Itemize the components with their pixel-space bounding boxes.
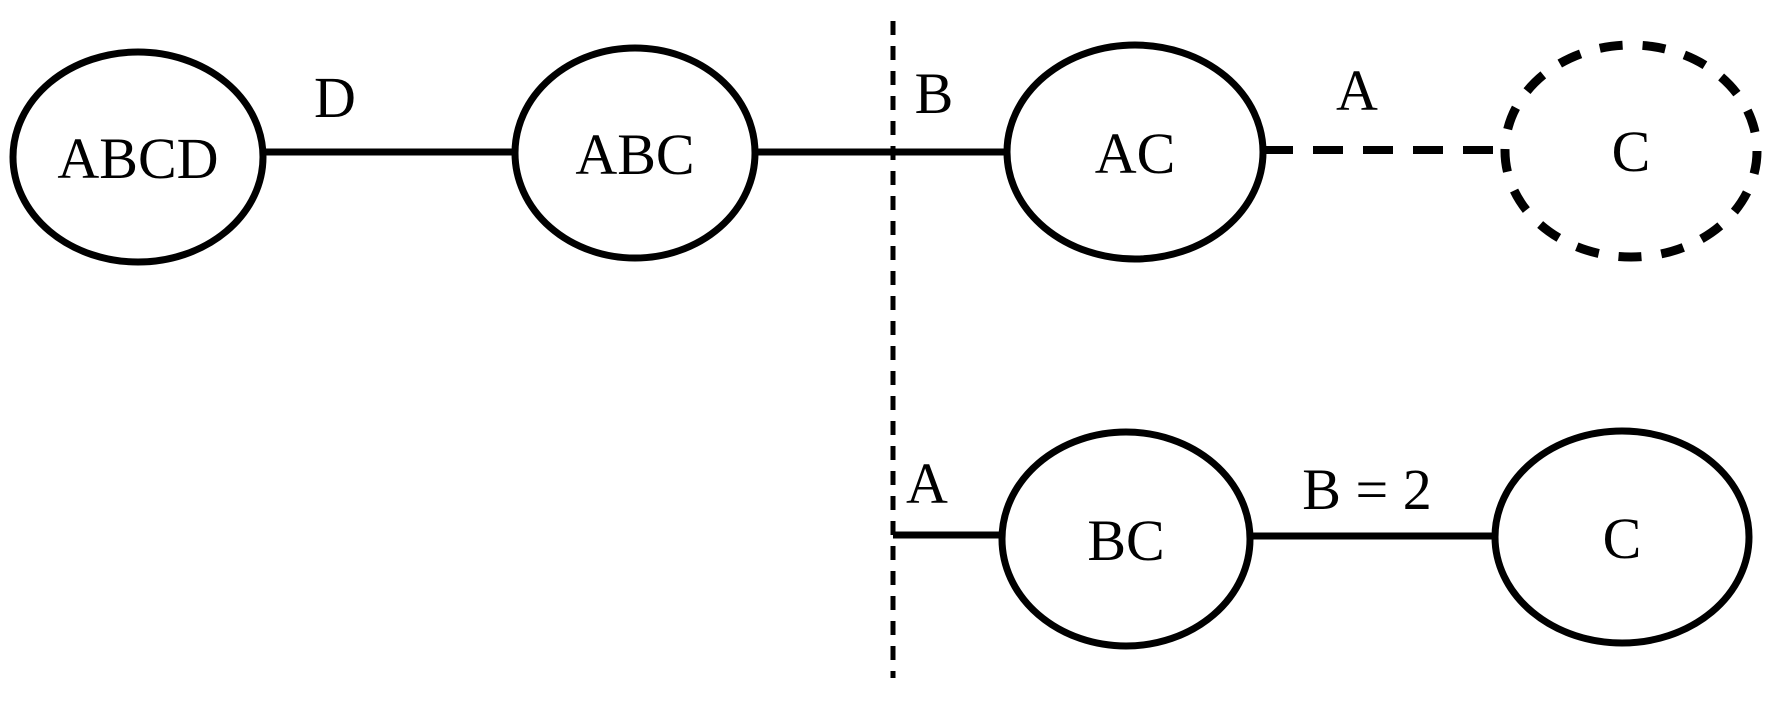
node-label-abcd: ABCD — [57, 126, 218, 191]
edge-label-b-equals-2: B = 2 — [1302, 457, 1431, 522]
edge-label-b-top: B — [915, 61, 954, 126]
node-c-bottom — [1491, 427, 1753, 647]
node-label-abc: ABC — [575, 122, 694, 187]
edge-label-a-top: A — [1336, 58, 1378, 123]
node-label-bc: BC — [1087, 508, 1164, 573]
node-abcd — [9, 48, 267, 266]
node-bc — [998, 428, 1254, 650]
edge-label-d: D — [314, 65, 356, 130]
node-label-c-bottom: C — [1603, 506, 1642, 571]
node-ac — [1003, 41, 1267, 263]
node-abc — [511, 44, 759, 262]
node-c-top-dashed — [1500, 40, 1762, 262]
node-label-ac: AC — [1095, 121, 1176, 186]
node-label-c-top: C — [1612, 119, 1651, 184]
edge-label-a-bottom: A — [906, 451, 948, 516]
